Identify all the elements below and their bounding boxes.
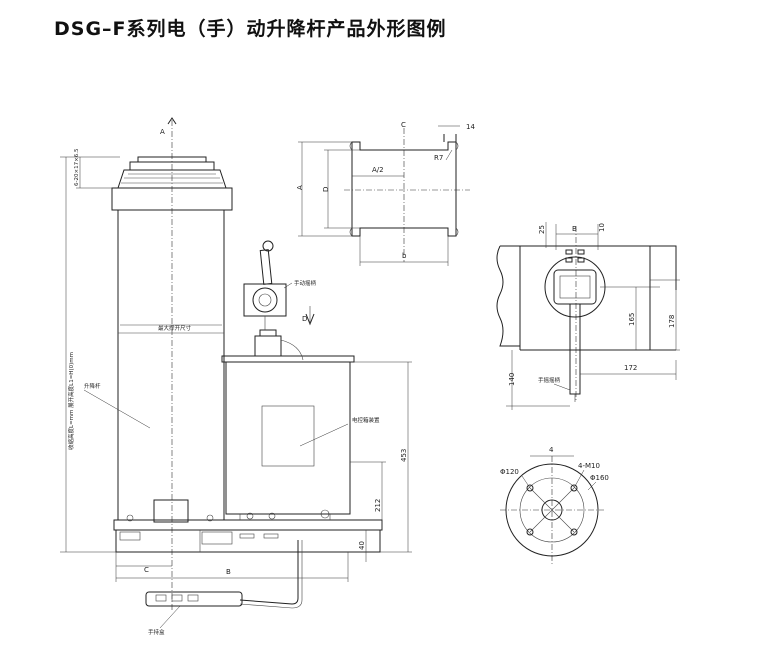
dim-453: 453 bbox=[400, 449, 408, 462]
control-box bbox=[225, 361, 351, 515]
dim-top-label: 6-20×17×6.5 bbox=[74, 148, 80, 186]
front-label-b: B bbox=[226, 568, 231, 576]
motor-housing bbox=[254, 335, 282, 357]
pendant-label: 手持盒 bbox=[148, 628, 165, 636]
handwheel-box bbox=[243, 283, 287, 317]
flange-bolt-3 bbox=[526, 528, 534, 536]
side-dim-172: 172 bbox=[624, 364, 637, 372]
front-label-c: C bbox=[144, 566, 149, 574]
dim-40: 40 bbox=[358, 541, 366, 550]
mast-label: 升降杆 bbox=[84, 382, 101, 390]
top-label-14: 14 bbox=[466, 123, 475, 131]
inspection-window bbox=[153, 499, 189, 523]
page-title: DSG–F系列电（手）动升降杆产品外形图例 bbox=[54, 18, 447, 40]
top-label-r: R7 bbox=[434, 154, 443, 162]
flange-bolt-circle bbox=[519, 477, 585, 543]
crank-knob bbox=[262, 240, 274, 252]
side-dim-178: 178 bbox=[668, 315, 676, 328]
top-label-c: C bbox=[401, 121, 406, 129]
crank-handle bbox=[259, 249, 273, 285]
flange-label-d120: Φ120 bbox=[500, 468, 519, 476]
front-label-d: D bbox=[302, 315, 307, 323]
flange-label-4m10: 4-M10 bbox=[578, 462, 600, 470]
control-panel-window bbox=[261, 405, 315, 467]
front-view: A 最大撑开尺寸 升降杆 电控箱装置 bbox=[60, 117, 412, 636]
handwheel-label: 手动摇柄 bbox=[294, 279, 317, 287]
crank-label: 手摇摇柄 bbox=[538, 376, 561, 384]
side-label-b: B bbox=[572, 225, 577, 233]
pendant-controller bbox=[145, 591, 243, 607]
side-dim-165: 165 bbox=[628, 313, 636, 326]
top-label-a2: A/2 bbox=[372, 166, 384, 174]
flange-label-4: 4 bbox=[549, 446, 554, 454]
base-frame bbox=[115, 529, 381, 553]
top-label-a: A bbox=[296, 185, 304, 190]
side-dim-25: 25 bbox=[538, 225, 546, 234]
side-dim-10: 10 bbox=[598, 223, 606, 232]
control-box-label: 电控箱装置 bbox=[352, 416, 380, 424]
pendant-button-2 bbox=[171, 594, 183, 602]
wall-outline bbox=[496, 245, 677, 347]
pendant-cable bbox=[239, 540, 299, 605]
flange-outer bbox=[505, 463, 599, 557]
flange-bolt-4 bbox=[570, 528, 578, 536]
flange-bolt-2 bbox=[570, 484, 578, 492]
side-dim-140: 140 bbox=[508, 373, 516, 386]
handwheel bbox=[252, 287, 278, 313]
front-label-a: A bbox=[160, 128, 165, 136]
top-view: C 14 R7 A D A/2 b bbox=[296, 121, 475, 266]
flange-center-hole bbox=[541, 499, 563, 521]
top-label-b: b bbox=[402, 252, 407, 260]
pendant-button-3 bbox=[187, 594, 199, 602]
mast-body bbox=[117, 209, 225, 521]
side-view: 手摇摇柄 B 25 10 165 178 140 172 bbox=[496, 222, 680, 410]
height-label: 收缩高度L=mm 展开高度L1=H(0)mm bbox=[67, 352, 75, 450]
view-arrow-a bbox=[167, 117, 177, 125]
tube-label: 最大撑开尺寸 bbox=[158, 324, 192, 332]
pendant-button-1 bbox=[155, 594, 167, 602]
flange-view: 4 4-M10 Φ120 Φ160 bbox=[500, 446, 609, 564]
flange-bolt-1 bbox=[526, 484, 534, 492]
flange-label-d160: Φ160 bbox=[590, 474, 609, 482]
top-label-d: D bbox=[322, 187, 330, 192]
dim-212: 212 bbox=[374, 499, 382, 512]
